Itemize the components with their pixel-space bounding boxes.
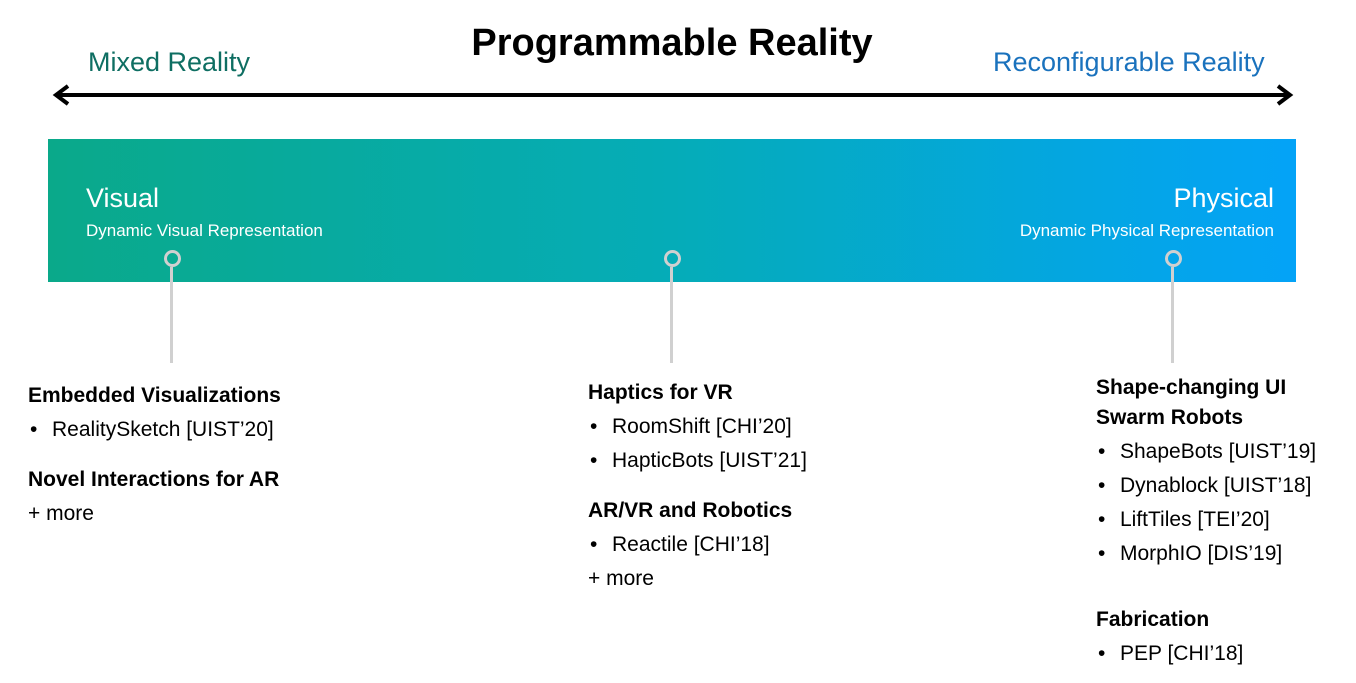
list-item: MorphIO [DIS’19] <box>1096 537 1316 571</box>
diagram-title: Programmable Reality <box>471 22 873 64</box>
group-heading: Shape-changing UI <box>1096 376 1287 399</box>
physical-label: Physical <box>1173 183 1274 213</box>
visual-subtitle: Dynamic Visual Representation <box>86 221 323 240</box>
connector-line <box>1171 267 1174 363</box>
list-item: PEP [CHI’18] <box>1096 637 1316 671</box>
reconfigurable-reality-label: Reconfigurable Reality <box>993 47 1265 77</box>
list-item: RealitySketch [UIST’20] <box>28 413 281 447</box>
more-link: + more <box>588 567 654 590</box>
list-item: Reactile [CHI’18] <box>588 528 807 562</box>
physical-subtitle: Dynamic Physical Representation <box>1019 221 1274 240</box>
group-heading: Swarm Robots <box>1096 406 1244 429</box>
list-item: HapticBots [UIST’21] <box>588 444 807 478</box>
list-item: Dynablock [UIST’18] <box>1096 469 1316 503</box>
more-link: + more <box>28 502 94 525</box>
mixed-reality-label: Mixed Reality <box>88 47 251 77</box>
list-item: LiftTiles [TEI’20] <box>1096 503 1316 537</box>
connector-line <box>670 267 673 363</box>
list-item: RoomShift [CHI’20] <box>588 410 807 444</box>
group-heading: Haptics for VR <box>588 381 733 404</box>
node-marker <box>1165 250 1182 267</box>
column-visual: Embedded Visualizations RealitySketch [U… <box>28 379 281 531</box>
group-heading: Novel Interactions for AR <box>28 468 280 491</box>
list-item: ShapeBots [UIST’19] <box>1096 435 1316 469</box>
group-heading: AR/VR and Robotics <box>588 499 793 522</box>
column-physical: Shape-changing UI Swarm Robots ShapeBots… <box>1096 371 1316 671</box>
node-marker <box>664 250 681 267</box>
connector-line <box>170 267 173 363</box>
column-middle: Haptics for VR RoomShift [CHI’20] Haptic… <box>588 376 807 596</box>
visual-label: Visual <box>86 183 160 213</box>
node-marker <box>164 250 181 267</box>
double-arrow-icon <box>52 84 1294 106</box>
group-heading: Embedded Visualizations <box>28 384 281 407</box>
group-heading: Fabrication <box>1096 608 1210 631</box>
